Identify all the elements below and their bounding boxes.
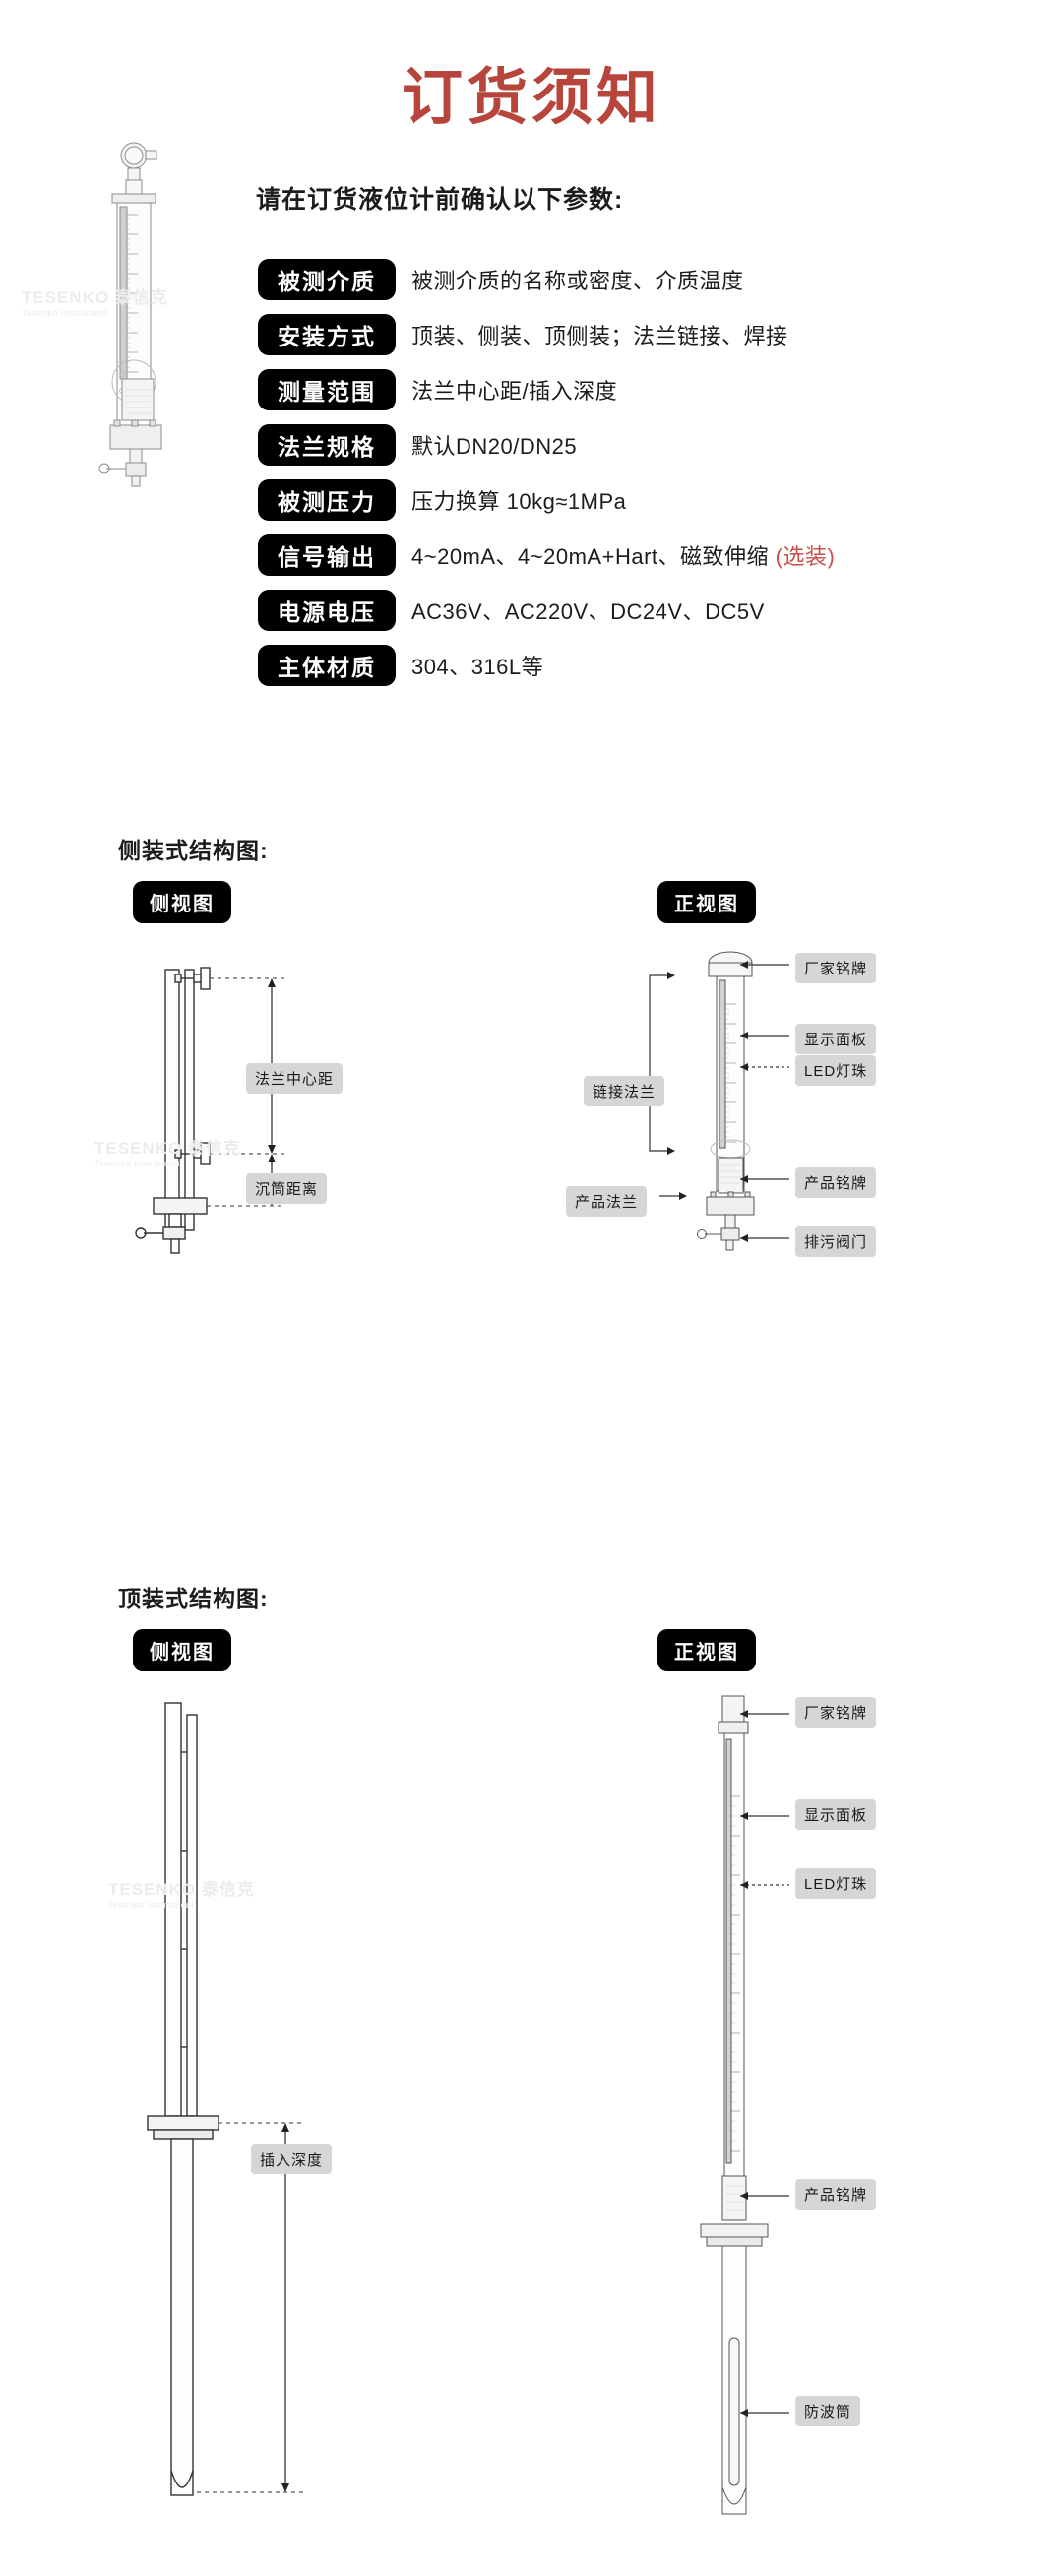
front-view-badge-1: 正视图	[657, 881, 756, 923]
spec-value-medium: 被测介质的名称或密度、介质温度	[411, 268, 744, 293]
spec-badge-mounting: 安装方式	[258, 313, 396, 355]
spec-badge-material: 主体材质	[258, 644, 396, 686]
front-view-badge-2: 正视图	[657, 1629, 756, 1671]
spec-badge-pressure: 被测压力	[258, 478, 396, 521]
side-view-drawing-1	[128, 950, 325, 1280]
chip-connection-flange-1: 链接法兰	[584, 1076, 665, 1106]
spec-value-range: 法兰中心距/插入深度	[411, 378, 618, 404]
chip-sink-tube-distance: 沉筒距离	[246, 1173, 328, 1204]
side-view-badge-1: 侧视图	[133, 881, 231, 923]
chip-flange-center-distance: 法兰中心距	[246, 1063, 344, 1094]
side-view-drawing-2	[128, 1693, 335, 2525]
spec-value-material: 304、316L等	[411, 654, 544, 679]
spec-badge-flange: 法兰规格	[258, 423, 396, 466]
chip-display-panel-1: 显示面板	[795, 1024, 877, 1054]
front-view-drawing-1	[679, 945, 797, 1304]
spec-row: 被测压力 压力换算 10kg≈1MPa	[258, 478, 947, 521]
chip-insertion-depth: 插入深度	[251, 2144, 333, 2174]
spec-badge-medium: 被测介质	[258, 258, 396, 300]
chip-product-nameplate-1: 产品铭牌	[795, 1167, 877, 1198]
chip-led-bead-2: LED灯珠	[795, 1868, 877, 1899]
chip-product-nameplate-2: 产品铭牌	[795, 2179, 877, 2210]
product-illustration-side-mount	[77, 138, 195, 497]
spec-row: 主体材质 304、316L等	[258, 644, 947, 686]
spec-row: 测量范围 法兰中心距/插入深度	[258, 368, 947, 410]
chip-manufacturer-nameplate-1: 厂家铭牌	[795, 953, 877, 983]
section-heading-top-mount: 顶装式结构图:	[118, 1586, 269, 1611]
chip-led-bead-1: LED灯珠	[795, 1055, 877, 1086]
spec-value-flange: 默认DN20/DN25	[411, 433, 578, 459]
chip-drain-valve-1: 排污阀门	[795, 1226, 877, 1257]
front-view-leaders-2	[740, 1710, 789, 2417]
front-view-leaders-1	[740, 961, 789, 1242]
chip-display-panel-2: 显示面板	[795, 1799, 877, 1830]
chip-manufacturer-nameplate-2: 厂家铭牌	[795, 1697, 877, 1728]
spec-value-pressure: 压力换算 10kg≈1MPa	[411, 488, 627, 514]
spec-value-signal-optional: (选装)	[775, 543, 836, 569]
intro-text: 请在订货液位计前确认以下参数:	[256, 186, 624, 214]
chip-wave-guard-tube: 防波筒	[795, 2396, 861, 2426]
section-heading-side-mount: 侧装式结构图:	[118, 838, 269, 863]
front-view-drawing-2	[679, 1688, 807, 2540]
page-title: 订货须知	[401, 64, 661, 132]
spec-value-signal: 4~20mA、4~20mA+Hart、磁致伸缩 (选装)	[411, 539, 835, 571]
spec-badge-range: 测量范围	[258, 368, 396, 410]
spec-row: 被测介质 被测介质的名称或密度、介质温度	[258, 258, 947, 300]
front-view-left-leaders-1	[649, 972, 687, 1200]
spec-row: 法兰规格 默认DN20/DN25	[258, 423, 947, 466]
spec-row: 信号输出 4~20mA、4~20mA+Hart、磁致伸缩 (选装)	[258, 534, 947, 576]
spec-value-mounting: 顶装、侧装、顶侧装；法兰链接、焊接	[411, 323, 788, 348]
spec-value-signal-main: 4~20mA、4~20mA+Hart、磁致伸缩	[411, 543, 776, 569]
spec-badge-signal: 信号输出	[258, 534, 396, 576]
spec-list: 被测介质 被测介质的名称或密度、介质温度 安装方式 顶装、侧装、顶侧装；法兰链接…	[258, 258, 947, 699]
spec-row: 电源电压 AC36V、AC220V、DC24V、DC5V	[258, 589, 947, 631]
side-view-badge-2: 侧视图	[133, 1629, 231, 1671]
spec-value-voltage: AC36V、AC220V、DC24V、DC5V	[411, 598, 765, 624]
spec-badge-voltage: 电源电压	[258, 589, 396, 631]
spec-row: 安装方式 顶装、侧装、顶侧装；法兰链接、焊接	[258, 313, 947, 355]
chip-product-flange-1: 产品法兰	[566, 1186, 648, 1217]
